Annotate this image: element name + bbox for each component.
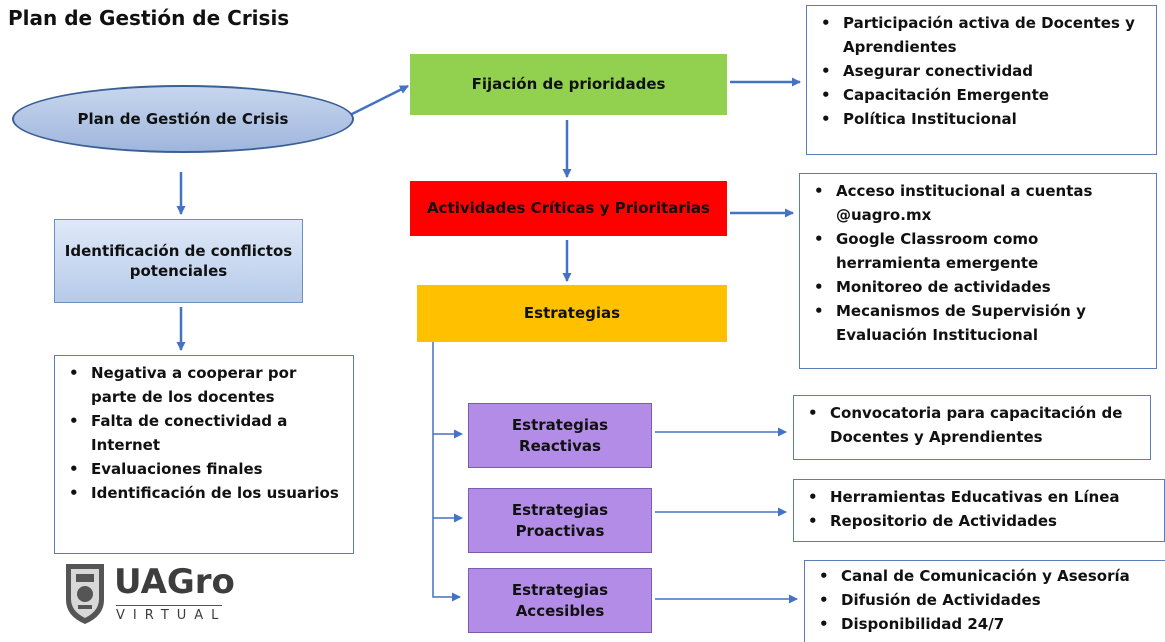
priorities-box: Fijación de prioridades	[410, 54, 727, 115]
list-item: Negativa a cooperar por parte de los doc…	[65, 361, 345, 409]
crest-icon	[66, 564, 104, 624]
reactive-strategies-list: Convocatoria para capacitación de Docent…	[793, 395, 1151, 460]
list-item: Identificación de los usuarios	[65, 481, 345, 505]
uagro-virtual-logo: UAGro VIRTUAL	[60, 560, 235, 630]
critical-activities-box: Actividades Críticas y Prioritarias	[410, 181, 727, 236]
list-item: Disponibilidad 24/7	[815, 612, 1157, 636]
logo-subtitle: VIRTUAL	[116, 608, 227, 623]
page-title: Plan de Gestión de Crisis	[8, 6, 290, 30]
accessible-strategies-box: Estrategias Accesibles	[468, 568, 652, 633]
list-item: Monitoreo de actividades	[810, 275, 1148, 299]
priorities-list: Participación activa de Docentes y Apren…	[806, 5, 1157, 155]
proactive-strategies-list: Herramientas Educativas en Línea Reposit…	[793, 479, 1165, 542]
list-item: Convocatoria para capacitación de Docent…	[804, 401, 1142, 449]
list-item: Participación activa de Docentes y Apren…	[817, 11, 1148, 59]
arrow-root-to-priorities	[347, 84, 409, 118]
proactive-strategies-label: Estrategias Proactivas	[511, 501, 609, 540]
list-item: Herramientas Educativas en Línea	[804, 485, 1156, 509]
list-item: Falta de conectividad a Internet	[65, 409, 345, 457]
critical-activities-label: Actividades Críticas y Prioritarias	[427, 199, 710, 218]
logo-divider	[116, 605, 222, 606]
list-item: Canal de Comunicación y Asesoría	[815, 564, 1157, 588]
list-item: Asegurar conectividad	[817, 59, 1148, 83]
strategies-label: Estrategias	[523, 304, 621, 323]
list-item: Difusión de Actividades	[815, 588, 1157, 612]
strategies-box: Estrategias	[417, 285, 727, 342]
priorities-label: Fijación de prioridades	[471, 75, 666, 94]
list-item: Política Institucional	[817, 107, 1148, 131]
proactive-strategies-box: Estrategias Proactivas	[468, 488, 652, 553]
list-item: Capacitación Emergente	[817, 83, 1148, 107]
reactive-strategies-box: Estrategias Reactivas	[468, 403, 652, 468]
critical-activities-list: Acceso institucional a cuentas @uagro.mx…	[799, 173, 1157, 369]
reactive-strategies-label: Estrategias Reactivas	[511, 416, 609, 455]
list-item: Evaluaciones finales	[65, 457, 345, 481]
list-item: Acceso institucional a cuentas @uagro.mx	[810, 179, 1148, 227]
list-item: Google Classroom como herramienta emerge…	[810, 227, 1148, 275]
accessible-strategies-list: Canal de Comunicación y Asesoría Difusió…	[804, 560, 1165, 642]
identification-label: Identificación de conflictos potenciales	[64, 241, 293, 280]
list-item: Repositorio de Actividades	[804, 509, 1156, 533]
identification-box: Identificación de conflictos potenciales	[54, 219, 303, 303]
conflicts-list: Negativa a cooperar por parte de los doc…	[54, 355, 354, 554]
logo-wordmark: UAGro	[114, 562, 235, 602]
accessible-strategies-label: Estrategias Accesibles	[511, 581, 609, 620]
strategies-trunk-line	[432, 342, 461, 602]
list-item: Mecanismos de Supervisión y Evaluación I…	[810, 299, 1148, 347]
root-label: Plan de Gestión de Crisis	[77, 109, 289, 128]
root-ellipse: Plan de Gestión de Crisis	[12, 85, 354, 153]
